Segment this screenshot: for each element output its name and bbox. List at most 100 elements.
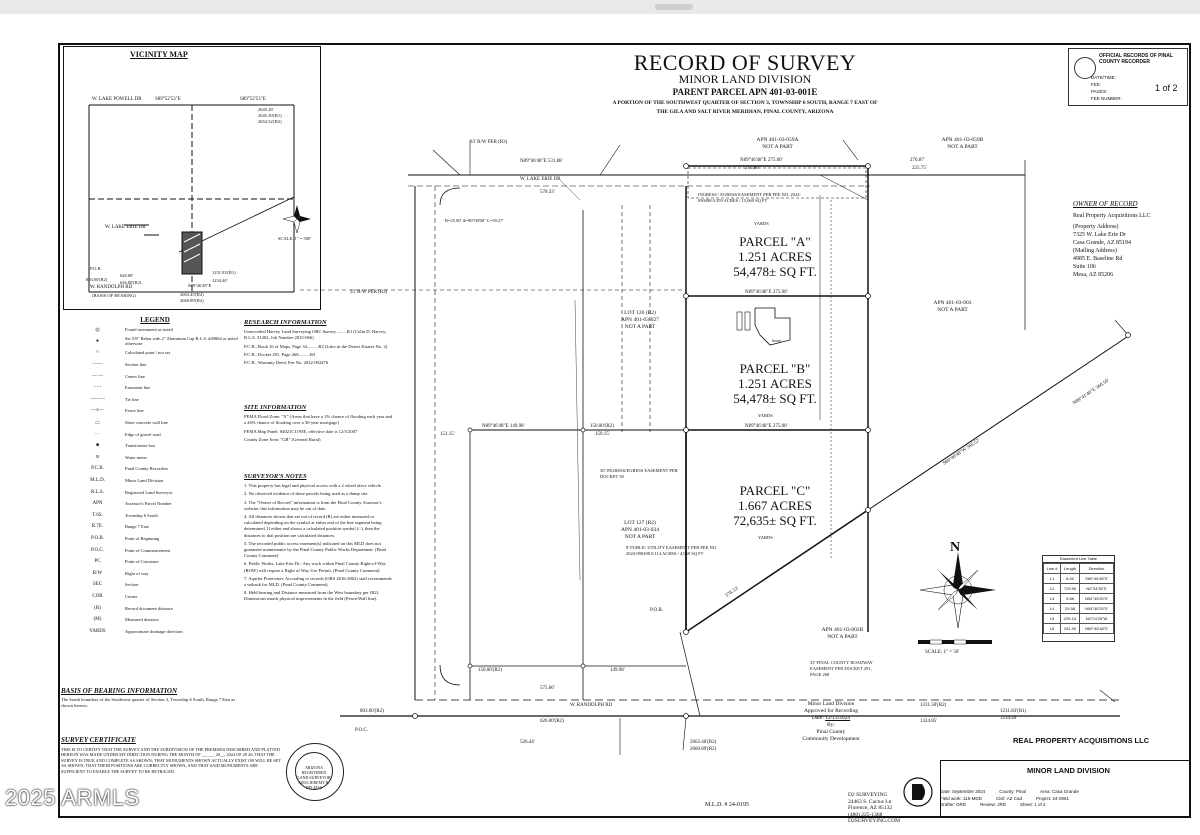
owner-of-record: OWNER OF RECORD Real Property Acquisitio…: [1073, 200, 1188, 279]
bearing-275: N89°46'48"E 275.00': [740, 158, 783, 163]
dist-1231: 1231.83'(R1): [1000, 709, 1027, 714]
parcel-b: PARCEL "B" 1.251 ACRES 54,478± SQ FT.: [715, 361, 835, 406]
legend-text: Measured distance: [125, 617, 159, 623]
legend-symbol: ——: [92, 362, 103, 368]
legend-item: (R)Record document distance: [70, 602, 240, 614]
parcel-a-acres: 1.251 ACRES: [738, 249, 812, 264]
owner-name: Real Property Acquisitions LLC: [1073, 213, 1151, 219]
dist-149-low: 149.98': [610, 668, 625, 673]
dist-150-low: 150.00'(R2): [478, 668, 502, 673]
legend-text: Range 7 East: [125, 524, 149, 530]
legend-symbol: APN: [92, 501, 103, 507]
dist-578: 578.33': [540, 190, 555, 195]
legend-symbol: ○: [95, 350, 100, 356]
legend-item: R.L.S.Registered Land Surveyor: [70, 486, 240, 498]
legend-text: Tie line: [125, 396, 139, 402]
research-line: Unrecorded Harvey Land Surveying ORC Sur…: [244, 329, 387, 341]
bearing-275-mid: N89°46'48"E 275.00': [745, 290, 788, 295]
legend-item: P.C.R.Pinal County Recorders: [70, 463, 240, 475]
legend-symbol: SEC: [92, 582, 103, 588]
legend-symbol: P.O.B.: [91, 535, 104, 541]
approval-date-line: Date: 12/13/2024: [811, 715, 851, 721]
legend-text: Calculated point / not set: [125, 350, 170, 356]
apn-bottom: APN 401-03-002B NOT A PART: [821, 627, 864, 640]
legend-text: Edge of gravel road: [125, 431, 161, 437]
viewer-top-strip: [0, 0, 1200, 14]
legend-symbol: —x—: [91, 408, 104, 414]
legend-item: ◎Found monument as noted: [70, 324, 240, 336]
seal-text: ARIZONA REGISTERED LAND SURVEYOR 54833 J…: [295, 752, 333, 790]
vicinity-dist-top: 2645.28'2645.30'(R1)2654.52'(R2): [258, 107, 282, 124]
surveyor-seal-icon: ARIZONA REGISTERED LAND SURVEYOR 54833 J…: [286, 743, 344, 801]
legend-item: ○ Calculated point / not set: [70, 347, 240, 359]
site-line: FEMA Flood Zone: "X" (Areas that have a …: [244, 414, 393, 426]
parcel-b-acres: 1.251 ACRES: [738, 376, 812, 391]
legend-item: ●Set 5/8" Rebar with 2" Aluminum Cap R.L…: [70, 336, 240, 348]
title-block-project: MINOR LAND DIVISION: [1027, 766, 1110, 775]
firm-name: REAL PROPERTY ACQUISITIONS LLC: [1013, 736, 1150, 745]
vicinity-label-lake-erie: W. LAKE ERIE DR: [105, 225, 146, 230]
legend-symbol: PC: [94, 559, 101, 565]
note-item: 5. The recorded public access easement(s…: [244, 540, 386, 559]
vicinity-map-drawing: [88, 104, 311, 293]
research-information: RESEARCH INFORMATION Unrecorded Harvey L…: [244, 319, 394, 368]
vicinity-label-bearing-top2: S89°52'53"E: [240, 97, 266, 102]
legend-text: Record document distance: [125, 605, 173, 611]
vicinity-dist-b6: 2663.45'(R2): [180, 292, 204, 297]
legend-text: Point of Beginning: [125, 535, 160, 541]
dist-1234: 1234.40': [1000, 716, 1018, 721]
basis-of-bearing: BASIS OF BEARING INFORMATION The South b…: [61, 688, 236, 709]
certificate-heading: SURVEY CERTIFICATE: [61, 736, 136, 744]
bearing-275-low: N89°46'48"E 275.00': [745, 424, 788, 429]
legend-item: PC Point of Curvature: [70, 556, 240, 568]
legend-item: M.L.D.Minor Land Division: [70, 475, 240, 487]
note-item: 7. Aquifer Protection: According to reco…: [244, 575, 392, 588]
dist-1324: 1324.85': [920, 719, 938, 724]
vicinity-dist-b7: 2660.89'(R2): [180, 298, 204, 303]
armls-watermark: 2025 ARMLS: [5, 785, 140, 810]
legend-text: Pinal County Recorders: [125, 466, 168, 472]
dist-150-15: 150.15': [595, 432, 610, 437]
poc-label: P.O.C.: [355, 728, 368, 733]
legend-item: ▭Short concrete wall line: [70, 417, 240, 429]
yards-label-a: YARDS: [754, 221, 769, 226]
legend-symbol: M.L.D.: [90, 478, 105, 484]
county-approval: Minor Land Division Approved for Recordi…: [776, 701, 886, 743]
dist-276: 276.87': [910, 158, 925, 163]
vicinity-label-basis: (BASIS OF BEARING): [92, 293, 136, 298]
survey-sheet-border: [58, 43, 1191, 818]
legend-symbol: R/W: [92, 570, 103, 576]
legend-text: Corner: [125, 593, 138, 599]
parcel-b-sqft: 54,478± SQ FT.: [733, 391, 817, 406]
legend-text: Found monument as noted: [125, 327, 173, 333]
legend-symbol: R.7E.: [91, 524, 104, 530]
parcel-a-name: PARCEL "A": [739, 234, 811, 249]
approval-line: Approved for Recording: [803, 708, 859, 714]
approval-line: Pinal County: [816, 729, 846, 735]
vicinity-map-title: VICINITY MAP: [130, 50, 188, 59]
dist-1331: 1331.50'(R2): [920, 703, 947, 708]
dist-526: 526.44': [520, 740, 535, 745]
legend-item: (M)Measured distance: [70, 614, 240, 626]
surveying-company: D2 SURVEYING 24463 S. Cactus Ln Florence…: [848, 792, 900, 824]
legend-text: Point of Curvature: [125, 559, 159, 565]
recorder-title: OFFICIAL RECORDS OF PINAL COUNTY RECORDE…: [1099, 53, 1173, 65]
scroll-indicator[interactable]: [655, 4, 693, 10]
note-item: 4. All distances shown that are not of r…: [244, 514, 382, 538]
legend-text: Point of Commencement: [125, 547, 170, 553]
legend-text: Set 5/8" Rebar with 2" Aluminum Cap R.L.…: [125, 336, 238, 347]
approval-line: Community Development: [802, 736, 860, 742]
dist-150: 150.00'(R2): [590, 424, 614, 429]
legend-text: Township 6 South: [125, 512, 158, 518]
parcel-b-name: PARCEL "B": [739, 361, 811, 376]
legend-text: Transformer box: [125, 443, 156, 449]
